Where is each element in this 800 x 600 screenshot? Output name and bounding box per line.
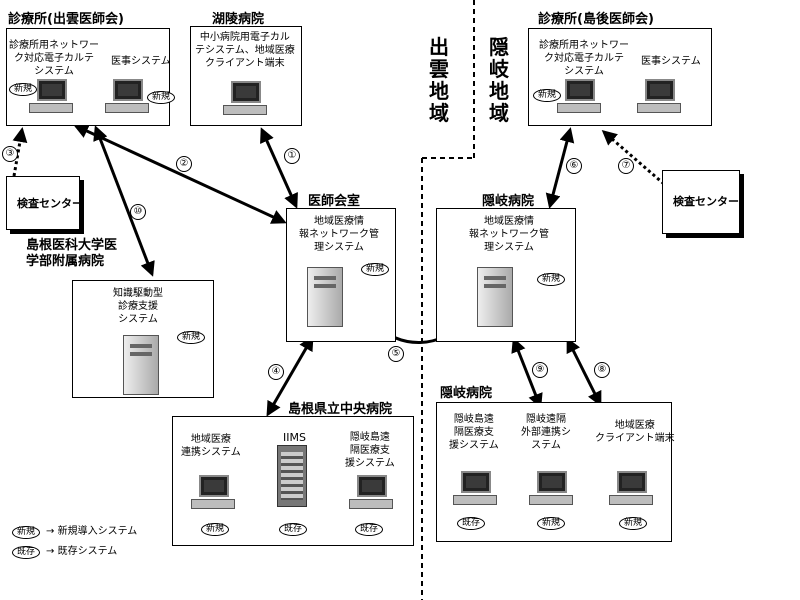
koryo-system-label: 中小病院用電子カル テシステム、地域医療 クライアント端末 (195, 32, 295, 69)
link-6 (545, 127, 575, 209)
central-badge-3: 既存 (355, 523, 384, 536)
koryo-title: 湖陵病院 (212, 12, 265, 27)
server-icon (123, 335, 159, 395)
link-3 (12, 127, 28, 177)
oki-bottom-sys3-label: 地域医療 クライアント端末 (595, 420, 675, 444)
pc-icon (529, 471, 573, 507)
clinic-izumo-box: 診療所用ネットワー ク対応電子カルテ システム 医事システム 新規 新規 (6, 28, 176, 126)
lab-left-title: 検査センター (17, 197, 83, 210)
oki-hospital-top-system-label: 地域医療情 報ネットワーク管 理システム (469, 216, 549, 253)
central-sys2-label: IIMS (283, 431, 306, 444)
link-number-2: ② (176, 156, 192, 172)
oki-hospital-bottom-box: 隠岐島遠 隔医療支 援システム 既存 隠岐遠隔 外部連携シ ステム 新規 地域医… (436, 402, 675, 542)
link-number-6: ⑥ (566, 158, 582, 174)
central-box: 地域医療 連携システム 新規 IIMS 既存 隠岐島遠 隔医療支 援システム 既… (172, 416, 414, 546)
univ-badge: 新規 (177, 331, 206, 344)
legend-new-text: → 新規導入システム (46, 526, 138, 537)
clinic-izumo-ehr-label: 診療所用ネットワー ク対応電子カルテ システム (9, 40, 99, 77)
link-10 (93, 125, 155, 277)
link-number-5: ⑤ (388, 346, 404, 362)
clinic-izumo-badge-1: 新規 (9, 83, 38, 96)
link-number-4: ④ (268, 364, 284, 380)
pc-icon (191, 475, 235, 511)
ishikai-title: 医師会室 (308, 194, 361, 209)
oki-bottom-badge-3: 新規 (619, 517, 648, 530)
link-4 (266, 335, 314, 417)
server-icon (477, 267, 513, 327)
clinic-oki-badge-1: 新規 (533, 89, 562, 102)
clinic-oki-billing-label: 医事システム (641, 56, 701, 67)
pc-icon (29, 79, 73, 115)
legend-new-badge: 新規 (12, 526, 41, 539)
link-2 (73, 124, 287, 224)
pc-icon (637, 79, 681, 115)
region-label-oki: 隠岐地域 (489, 35, 509, 125)
pc-icon (223, 81, 267, 117)
clinic-izumo-title: 診療所(出雲医師会) (8, 12, 124, 27)
central-title: 島根県立中央病院 (288, 402, 393, 417)
legend-existing-text: → 既存システム (46, 546, 118, 557)
link-number-3: ③ (2, 146, 18, 162)
lab-right-title: 検査センター (673, 195, 739, 208)
clinic-oki-ehr-label: 診療所用ネットワー ク対応電子カルテ システム (539, 40, 629, 77)
pc-icon (105, 79, 149, 115)
region-label-izumo: 出雲地域 (429, 35, 449, 125)
legend-existing-badge: 既存 (12, 546, 41, 559)
link-number-10: ⑩ (130, 204, 146, 220)
central-badge-2: 既存 (279, 523, 308, 536)
univ-title: 島根医科大学医 学部附属病院 (26, 238, 118, 269)
lab-right-box: 検査センター (662, 170, 740, 234)
clinic-oki-box: 診療所用ネットワー ク対応電子カルテ システム 医事システム 新規 (528, 28, 712, 126)
clinic-izumo-billing-label: 医事システム (111, 56, 171, 67)
server-icon (307, 267, 343, 327)
ishikai-system-label: 地域医療情 報ネットワーク管 理システム (299, 216, 379, 253)
legend-new: 新規 → 新規導入システム (12, 522, 137, 539)
ishikai-box: 地域医療情 報ネットワーク管 理システム 新規 (286, 208, 396, 342)
link-number-1: ① (284, 148, 300, 164)
oki-hospital-top-box: 地域医療情 報ネットワーク管 理システム 新規 (436, 208, 576, 342)
pc-icon (609, 471, 653, 507)
oki-bottom-badge-2: 新規 (537, 517, 566, 530)
link-7 (601, 130, 665, 186)
link-8 (566, 337, 602, 407)
link-9 (511, 337, 543, 409)
central-sys3-label: 隠岐島遠 隔医療支 援システム (345, 432, 395, 469)
link-number-8: ⑧ (594, 362, 610, 378)
koryo-box: 中小病院用電子カル テシステム、地域医療 クライアント端末 (190, 26, 302, 126)
univ-box: 知識駆動型 診療支援 システム 新規 (72, 280, 214, 398)
oki-hospital-top-badge: 新規 (537, 273, 566, 286)
univ-system-label: 知識駆動型 診療支援 システム (113, 288, 163, 325)
pc-icon (557, 79, 601, 115)
oki-hospital-top-title: 隠岐病院 (482, 194, 535, 209)
pc-icon (349, 475, 393, 511)
oki-bottom-sys1-label: 隠岐島遠 隔医療支 援システム (449, 414, 499, 451)
ishikai-badge: 新規 (361, 263, 390, 276)
legend-existing: 既存 → 既存システム (12, 542, 117, 559)
clinic-izumo-badge-2: 新規 (147, 91, 176, 104)
central-badge-1: 新規 (201, 523, 230, 536)
oki-bottom-sys2-label: 隠岐遠隔 外部連携シ ステム (521, 414, 571, 451)
link-1 (260, 127, 298, 209)
central-sys1-label: 地域医療 連携システム (181, 434, 241, 458)
clinic-oki-title: 診療所(島後医師会) (538, 12, 654, 27)
pc-icon (453, 471, 497, 507)
lab-left-box: 検査センター (6, 176, 83, 230)
link-number-9: ⑨ (532, 362, 548, 378)
rack-server-icon (277, 445, 307, 507)
oki-bottom-badge-1: 既存 (457, 517, 486, 530)
link-number-7: ⑦ (618, 158, 634, 174)
oki-hospital-bottom-title: 隠岐病院 (440, 386, 493, 401)
